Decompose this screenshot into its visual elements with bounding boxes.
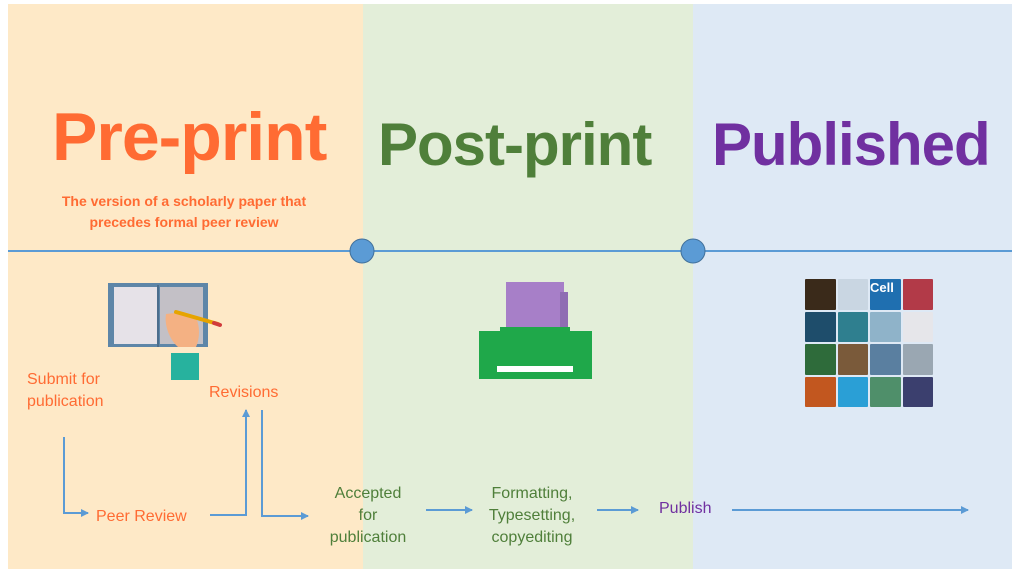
formatting-label-line3: copyediting — [491, 529, 573, 546]
timeline-node-published — [680, 238, 706, 264]
preprint-description: The version of a scholarly paper that pr… — [28, 191, 340, 233]
journal-cover — [805, 344, 836, 375]
journal-cover — [870, 344, 901, 375]
preprint-description-line2: precedes formal peer review — [89, 214, 279, 230]
journal-cover — [902, 311, 933, 342]
timeline-node-postprint — [349, 238, 375, 264]
printer-icon — [479, 282, 592, 379]
journal-cover — [805, 311, 836, 342]
journal-cover — [902, 279, 933, 310]
published-title: Published — [712, 111, 991, 178]
journal-covers-icon — [805, 279, 933, 407]
flow-connectors — [63, 409, 969, 520]
journal-cover — [837, 279, 868, 310]
arrow-revisions-to-accepted — [261, 410, 309, 520]
submit-label-line2: publication — [27, 393, 104, 410]
publish-label: Publish — [659, 500, 712, 517]
journal-cover — [837, 376, 868, 407]
revisions-label: Revisions — [209, 384, 279, 401]
journal-cover — [837, 311, 868, 342]
accepted-label-line2: for — [358, 507, 378, 524]
formatting-label-line2: Typesetting, — [488, 507, 576, 524]
preprint-description-line1: The version of a scholarly paper that — [61, 193, 307, 209]
submit-label-line1: Submit for — [27, 371, 100, 388]
formatting-label: Formatting, Typesetting, copyediting — [474, 483, 590, 549]
journal-cover — [837, 344, 868, 375]
journal-cover — [870, 279, 901, 310]
formatting-label-line1: Formatting, — [491, 485, 573, 502]
book-writing-hand-icon — [108, 283, 222, 380]
postprint-title: Post-print — [378, 111, 652, 178]
preprint-title: Pre-print — [52, 99, 327, 175]
accepted-label-line1: Accepted — [334, 485, 402, 502]
arrow-peer-review-to-revisions — [210, 409, 250, 516]
journal-cover — [902, 344, 933, 375]
accepted-label-line3: publication — [329, 529, 407, 546]
journal-cover — [805, 279, 836, 310]
journal-cover — [870, 311, 901, 342]
journal-cover — [902, 376, 933, 407]
cover-label: Cell — [870, 280, 894, 295]
submit-label: Submit for publication — [27, 369, 104, 413]
arrow-submit-to-peer-review — [63, 437, 89, 517]
accepted-label: Accepted for publication — [322, 483, 414, 549]
peer-review-label: Peer Review — [96, 508, 187, 525]
journal-cover — [870, 376, 901, 407]
journal-cover — [805, 376, 836, 407]
